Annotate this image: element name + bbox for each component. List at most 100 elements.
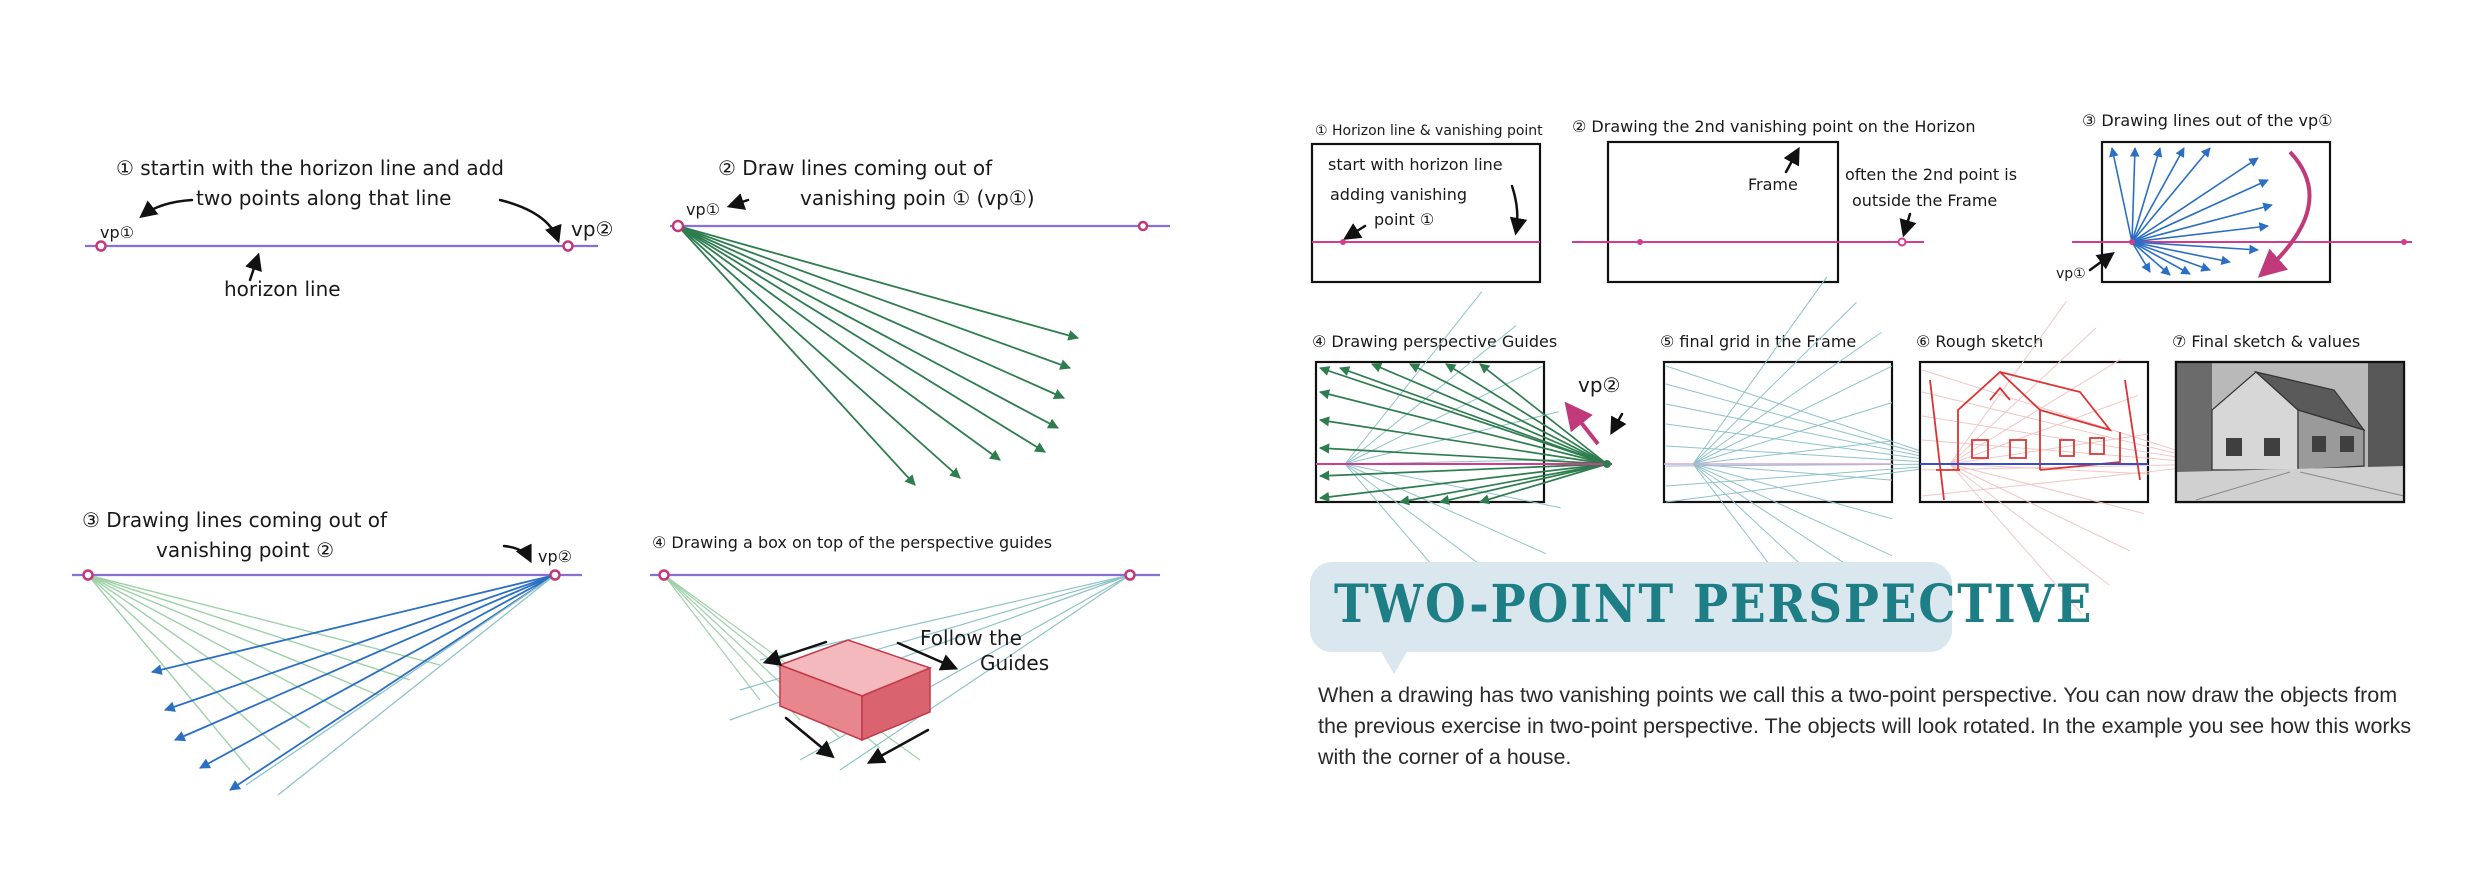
guide-arrow-line	[677, 225, 1072, 370]
grid-line	[1665, 383, 1961, 465]
arrow-icon	[726, 193, 750, 210]
guide-arrow-line	[1319, 389, 1608, 465]
guide-arrow-line	[2131, 241, 2231, 265]
panel-3-lines-from-vp2: ③ Drawing lines coming out of vanishing …	[72, 508, 582, 796]
grid-line	[1665, 463, 1961, 503]
vanishing-point-icon	[562, 240, 574, 252]
panel-4-box-on-guides: ④ Drawing a box on top of the perspectiv…	[650, 533, 1160, 771]
guide-arrow-line	[1439, 463, 1608, 505]
p2-caption-line1: ② Draw lines coming out of	[718, 156, 993, 180]
arrow-icon	[1509, 184, 1528, 236]
guide-arrow-line	[199, 574, 556, 769]
grid-line	[1665, 403, 1961, 465]
red-box	[777, 639, 933, 742]
grid-line	[1949, 359, 2121, 465]
grid-line	[1665, 463, 1961, 467]
s6-frame	[1918, 360, 2150, 504]
s4-vp2-label: vp②	[1578, 373, 1620, 397]
grid-line	[1949, 463, 2110, 586]
grid-line	[1949, 463, 2083, 615]
s2-frame-label: Frame	[1748, 175, 1798, 194]
vanishing-point-icon	[1124, 569, 1136, 581]
arrow-icon	[1610, 412, 1627, 436]
grid-line	[1665, 463, 1961, 487]
p1-caption-line1: ① startin with the horizon line and add	[116, 156, 504, 180]
step-3: ③ Drawing lines out of the vp① vp①	[2056, 111, 2412, 284]
vanishing-point-icon	[549, 569, 561, 581]
guide-arrow-line	[1318, 443, 1608, 465]
panel-2-lines-from-vp1: ② Draw lines coming out of vanishing poi…	[670, 156, 1170, 486]
guide-arrow-line	[677, 225, 1080, 341]
p3-guide-rays	[87, 574, 556, 796]
guide-line	[663, 574, 801, 721]
guide-arrow-line	[1409, 363, 1608, 465]
guide-arrow-line	[677, 225, 961, 479]
step-5: ⑤ final grid in the Frame	[1660, 276, 1961, 648]
grid-line	[1665, 445, 1961, 465]
vanishing-point-icon	[1137, 220, 1149, 232]
step-2: ② Drawing the 2nd vanishing point on the…	[1572, 117, 2017, 284]
guide-arrow-line	[2131, 241, 2191, 275]
guide-arrow-line	[1371, 362, 1608, 465]
grid-line	[1921, 391, 2221, 465]
guide-arrow-line	[1318, 463, 1608, 502]
panel-1-horizon-line: ① startin with the horizon line and add …	[85, 156, 613, 301]
grid-line	[1949, 394, 2139, 465]
arrow-icon	[1343, 223, 1367, 240]
guide-line	[1344, 411, 1559, 465]
arrow-icon	[2257, 150, 2312, 278]
guide-line	[759, 574, 1131, 661]
p1-caption-line2: two points along that line	[196, 186, 451, 210]
guide-line	[663, 574, 761, 701]
guide-arrow-line	[677, 225, 1001, 461]
s1-note-line2: adding vanishing	[1330, 185, 1467, 204]
guide-arrow-line	[2131, 241, 2151, 273]
arrow-icon	[1899, 212, 1917, 238]
s1-note-line1: start with horizon line	[1328, 155, 1503, 174]
s2-outside-line2: outside the Frame	[1852, 191, 1997, 210]
s6-title: ⑥ Rough sketch	[1916, 332, 2043, 351]
guide-arrow-line	[2129, 147, 2140, 243]
p1-vp1-label: vp①	[100, 223, 134, 242]
guide-arrow-line	[2131, 202, 2273, 243]
guide-line	[1344, 365, 1543, 465]
p4-follow-line2: Guides	[980, 651, 1049, 675]
vanishing-point-icon	[658, 569, 670, 581]
s4-guide-rays	[1318, 291, 1608, 632]
guide-arrow-line	[677, 225, 1065, 399]
arrow-icon	[1783, 146, 1800, 174]
guide-line	[87, 574, 346, 713]
grid-line	[1949, 301, 2067, 465]
guide-arrow-line	[1318, 416, 1608, 465]
guide-line	[1344, 291, 1483, 465]
guide-arrow-line	[1339, 366, 1608, 465]
step-6: ⑥ Rough sketch	[1916, 301, 2221, 615]
guide-line	[87, 574, 379, 696]
guide-arrow-line	[150, 574, 556, 675]
guide-arrow-line	[174, 574, 556, 742]
grid-line	[1921, 369, 2221, 465]
grid-line	[1692, 365, 1893, 465]
guide-arrow-line	[2109, 147, 2133, 243]
guide-arrow-line	[2131, 241, 2259, 255]
arrow-icon	[139, 198, 194, 219]
guide-line	[87, 574, 441, 666]
p1-horizon-label: horizon line	[224, 277, 341, 301]
vanishing-point-icon	[2129, 239, 2135, 245]
step-4: ④ Drawing perspective Guides vp②	[1312, 291, 1627, 632]
grid-line	[1692, 276, 1828, 465]
s1-frame	[1310, 142, 1542, 284]
s1-note-line3: point ①	[1374, 210, 1434, 229]
arrow-icon	[866, 728, 930, 764]
p3-caption-line1: ③ Drawing lines coming out of	[82, 508, 388, 532]
p4-follow-line1: Follow the	[920, 626, 1022, 650]
s6-grid	[1921, 301, 2221, 615]
step-1: ① Horizon line & vanishing point start w…	[1310, 123, 1543, 284]
s3-vp1-label: vp①	[2056, 266, 2086, 282]
grid-line	[1692, 440, 1893, 465]
guide-line	[1344, 463, 1547, 555]
guide-line	[277, 574, 556, 796]
s2-title: ② Drawing the 2nd vanishing point on the…	[1572, 117, 1976, 136]
guide-arrow-line	[2131, 147, 2185, 243]
grid-line	[1692, 301, 1857, 465]
